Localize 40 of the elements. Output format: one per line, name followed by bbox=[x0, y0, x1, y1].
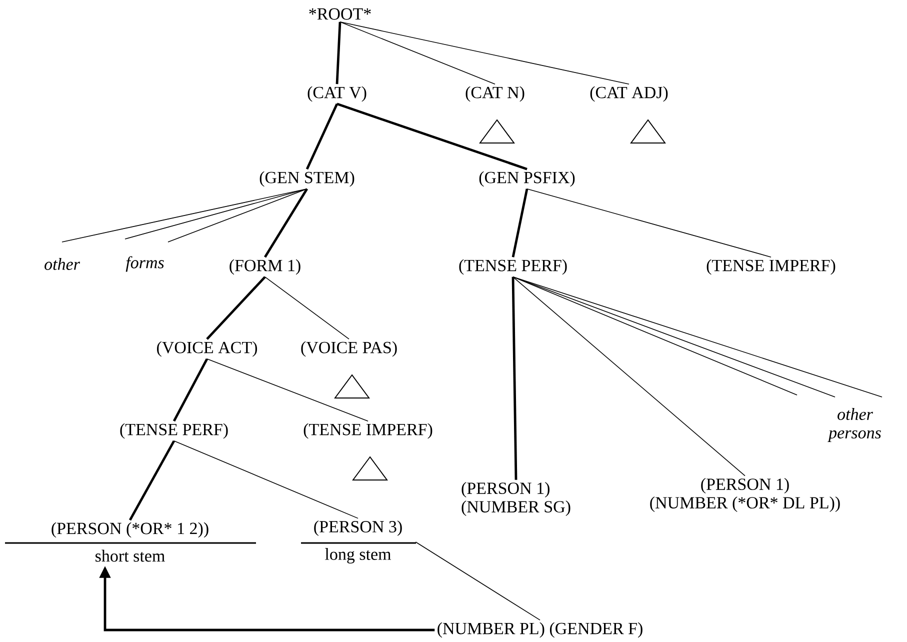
feature-label: (PERSON 3) long stem bbox=[314, 520, 402, 564]
tree-branch bbox=[306, 103, 338, 170]
tree-branch bbox=[526, 188, 772, 258]
feature-label: (PERSON (*OR* 1 2)) short stem bbox=[52, 522, 208, 562]
tree-branch bbox=[340, 22, 630, 84]
feature-label: (TENSE IMPERF) bbox=[706, 259, 836, 275]
feature-label: (CAT V) bbox=[308, 86, 366, 102]
feature-label: (GEN PSFIX) bbox=[479, 171, 575, 187]
italic-label: other bbox=[44, 258, 80, 270]
feature-label: (TENSE PERF) bbox=[459, 259, 567, 275]
tree-branch bbox=[336, 22, 342, 84]
tree-branch bbox=[174, 440, 358, 519]
tree-branch bbox=[264, 188, 308, 258]
tree-branch bbox=[206, 276, 266, 340]
feature-label: (CAT ADJ) bbox=[590, 86, 668, 102]
feature-label: (VOICE ACT) bbox=[157, 341, 257, 357]
tree-branch bbox=[512, 188, 528, 258]
feature-label: (PERSON 1) (NUMBER (*OR* DL PL)) bbox=[650, 478, 840, 512]
tree-branch bbox=[340, 22, 496, 84]
tree-branch bbox=[124, 188, 308, 240]
feature-label: (PERSON 1) (NUMBER SG) bbox=[462, 482, 570, 516]
tree-branch bbox=[512, 276, 746, 476]
feature-label: (CAT N) bbox=[466, 86, 524, 102]
tree-branch bbox=[206, 358, 368, 422]
italic-label: forms bbox=[126, 256, 164, 272]
feature-label: *ROOT* bbox=[309, 8, 371, 20]
feature-label: (VOICE PAS) bbox=[301, 341, 397, 357]
tree-branch bbox=[128, 440, 176, 521]
feature-label: (GEN STEM) bbox=[260, 171, 354, 187]
tree-branch bbox=[264, 276, 350, 340]
feature-label: (TENSE IMPERF) bbox=[304, 423, 432, 439]
tree-branch bbox=[172, 358, 208, 422]
feature-label: (TENSE PERF) bbox=[120, 423, 228, 439]
tree-branch bbox=[415, 542, 540, 620]
feature-label: (FORM 1) bbox=[230, 259, 300, 275]
tree-branch bbox=[336, 102, 528, 170]
tree-branch bbox=[168, 188, 308, 242]
italic-label: other persons bbox=[828, 408, 881, 442]
tree-branch bbox=[512, 276, 518, 480]
feature-label: (NUMBER PL) (GENDER F) bbox=[438, 622, 642, 638]
